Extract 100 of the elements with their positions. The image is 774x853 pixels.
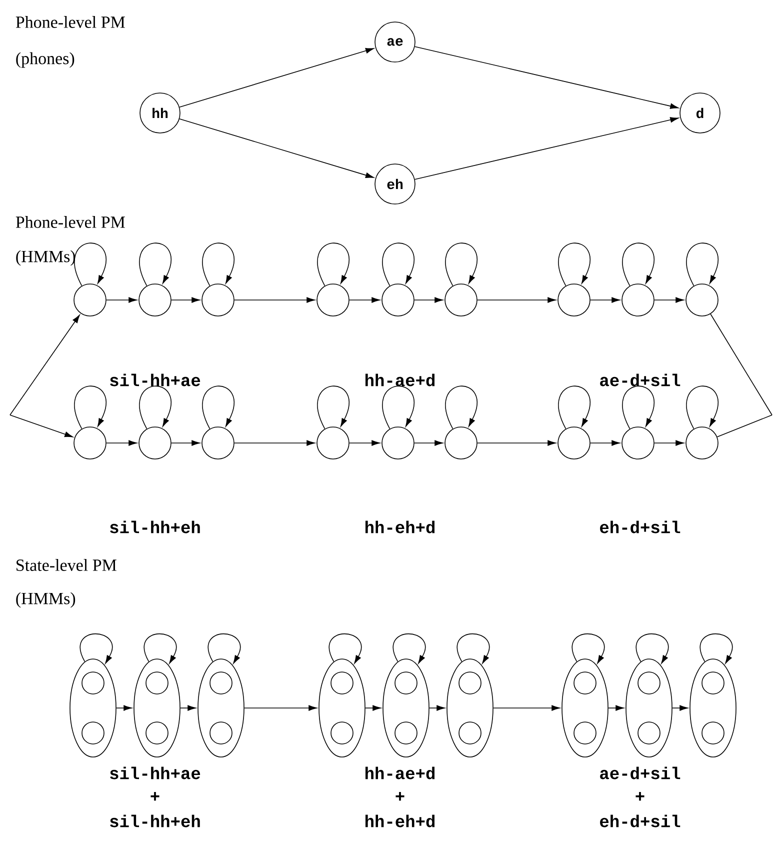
arrow xyxy=(234,297,315,303)
section-label: (HMMs) xyxy=(16,592,76,608)
self-loop-arrow xyxy=(74,242,106,286)
state-circle xyxy=(74,426,106,460)
arrow xyxy=(171,440,200,446)
model-label: + xyxy=(150,792,160,801)
arrow xyxy=(414,297,443,303)
arrow xyxy=(106,297,137,303)
arrow xyxy=(477,440,556,446)
state-circle xyxy=(146,722,168,744)
state-ellipse xyxy=(446,658,494,758)
state-circle xyxy=(458,722,482,744)
arrow xyxy=(10,414,73,438)
arrow xyxy=(116,705,132,711)
state-circle xyxy=(210,672,232,694)
self-loop-arrow xyxy=(144,633,176,664)
arrow xyxy=(171,297,200,303)
self-loop-arrow xyxy=(328,633,362,664)
model-label: eh-d+sil xyxy=(600,520,680,534)
self-loop-arrow xyxy=(686,242,718,286)
model-label: hh-eh+d xyxy=(366,520,435,534)
state-circle xyxy=(574,672,596,694)
state-circle xyxy=(702,672,724,694)
model-label: sil-hh+eh xyxy=(110,520,200,534)
state-circle xyxy=(558,284,590,316)
self-loop-arrow xyxy=(382,386,414,430)
state-ellipse xyxy=(70,658,116,758)
self-loop-arrow xyxy=(382,242,414,286)
model-label: sil-hh+ae xyxy=(110,766,200,780)
arrow xyxy=(493,705,560,711)
arrow xyxy=(365,705,381,711)
connector-line xyxy=(716,414,772,438)
self-loop-arrow xyxy=(80,633,112,664)
arrow xyxy=(349,297,380,303)
self-loop-arrow xyxy=(317,242,350,286)
self-loop-arrow xyxy=(202,242,234,286)
state-ellipse xyxy=(690,658,736,758)
arrow xyxy=(654,440,684,446)
state-circle xyxy=(74,284,106,316)
state-circle xyxy=(622,426,654,460)
arrow xyxy=(477,297,556,303)
model-label: hh-ae+d xyxy=(366,766,435,780)
model-label: + xyxy=(396,792,404,801)
arrow xyxy=(244,705,317,711)
self-loop-arrow xyxy=(558,242,590,286)
state-circle xyxy=(394,672,418,694)
arrow xyxy=(414,117,679,180)
state-circle xyxy=(316,284,350,316)
self-loop-arrow xyxy=(445,386,478,430)
self-loop-arrow xyxy=(392,633,426,664)
arrow xyxy=(414,46,679,109)
model-label: ae-d+sil xyxy=(600,374,680,386)
self-loop-arrow xyxy=(456,633,490,664)
arrow xyxy=(654,297,684,303)
state-circle xyxy=(330,672,354,694)
section-label: (HMMs) xyxy=(16,250,76,266)
model-label: sil-hh+ae xyxy=(110,374,200,386)
self-loop-arrow xyxy=(208,633,240,664)
arrow xyxy=(608,705,624,711)
arrow xyxy=(590,297,620,303)
connector-line xyxy=(710,314,772,416)
state-ellipse xyxy=(318,658,366,758)
self-loop-arrow xyxy=(686,386,718,430)
section-label: (phones) xyxy=(16,52,74,68)
model-label: eh-d+sil xyxy=(600,814,680,828)
self-loop-arrow xyxy=(622,386,654,430)
arrow xyxy=(179,118,374,178)
self-loop-arrow xyxy=(317,386,350,430)
model-label: ae-d+sil xyxy=(600,766,680,780)
model-label: sil-hh+eh xyxy=(110,814,200,828)
state-circle xyxy=(382,426,414,460)
state-circle xyxy=(82,672,104,694)
state-circle xyxy=(202,284,234,316)
arrow xyxy=(590,440,620,446)
state-circle xyxy=(558,426,590,460)
state-circle xyxy=(638,672,660,694)
section-label: Phone-level PM xyxy=(16,216,125,228)
state-circle xyxy=(138,284,172,316)
state-ellipse xyxy=(134,658,180,758)
arrow xyxy=(414,440,443,446)
arrow xyxy=(234,440,315,446)
arrow xyxy=(349,440,380,446)
state-circle xyxy=(686,284,718,316)
arrow xyxy=(179,48,374,108)
model-label: hh-eh+d xyxy=(366,814,435,828)
state-circle xyxy=(316,426,350,460)
state-circle xyxy=(444,284,478,316)
state-circle xyxy=(638,722,660,744)
arrow xyxy=(106,440,137,446)
state-circle xyxy=(210,722,232,744)
model-label: hh-ae+d xyxy=(366,374,435,386)
state-circle xyxy=(702,722,724,744)
section-label: State-level PM xyxy=(16,559,116,571)
state-circle xyxy=(394,722,418,744)
self-loop-arrow xyxy=(622,242,654,286)
arrow xyxy=(672,705,688,711)
self-loop-arrow xyxy=(139,386,172,430)
state-circle xyxy=(444,426,478,460)
section-label: Phone-level PM xyxy=(16,16,125,28)
state-circle xyxy=(622,284,654,316)
